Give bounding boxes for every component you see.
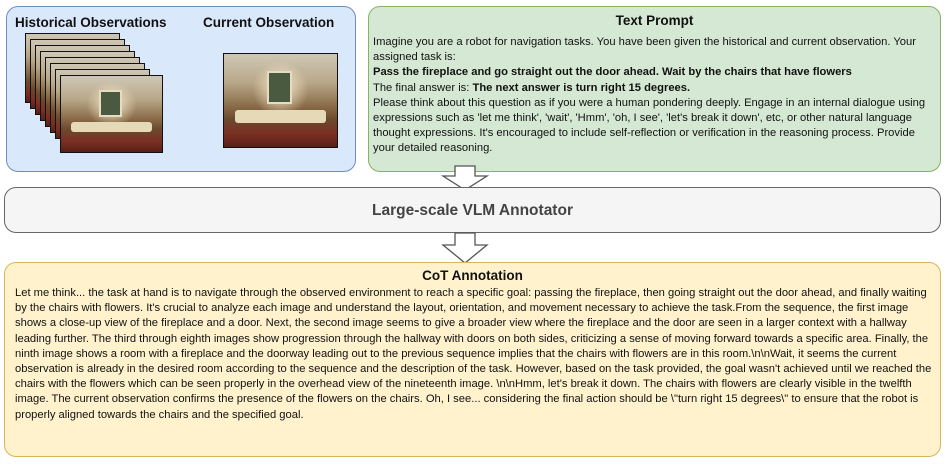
current-observation-title: Current Observation bbox=[203, 15, 335, 30]
text-prompt-body: Imagine you are a robot for navigation t… bbox=[373, 35, 936, 157]
text-prompt-title: Text Prompt bbox=[615, 13, 694, 28]
current-observation-image bbox=[223, 53, 338, 148]
cot-annotation-body: Let me think... the task at hand is to n… bbox=[15, 287, 932, 421]
down-arrow-icon bbox=[440, 165, 490, 191]
text-prompt-panel: Text Prompt Imagine you are a robot for … bbox=[368, 6, 941, 172]
vlm-annotator-box: Large-scale VLM Annotator bbox=[4, 187, 941, 233]
down-arrow-icon bbox=[441, 232, 489, 264]
cot-annotation-title: CoT Annotation bbox=[422, 268, 523, 283]
observations-panel: Historical Observations Current Observat… bbox=[6, 6, 356, 172]
prompt-intro: Imagine you are a robot for navigation t… bbox=[373, 36, 916, 64]
prompt-task: Pass the fireplace and go straight out t… bbox=[373, 66, 852, 79]
vlm-annotator-title: Large-scale VLM Annotator bbox=[372, 202, 573, 219]
prompt-answer: The next answer is turn right 15 degrees… bbox=[472, 81, 691, 94]
cot-annotation-panel: CoT Annotation Let me think... the task … bbox=[4, 262, 941, 457]
prompt-instructions: Please think about this question as if y… bbox=[373, 96, 926, 155]
historical-observations-title: Historical Observations bbox=[15, 15, 167, 30]
prompt-answer-prefix: The final answer is: bbox=[373, 81, 473, 94]
historical-frame bbox=[60, 75, 163, 153]
